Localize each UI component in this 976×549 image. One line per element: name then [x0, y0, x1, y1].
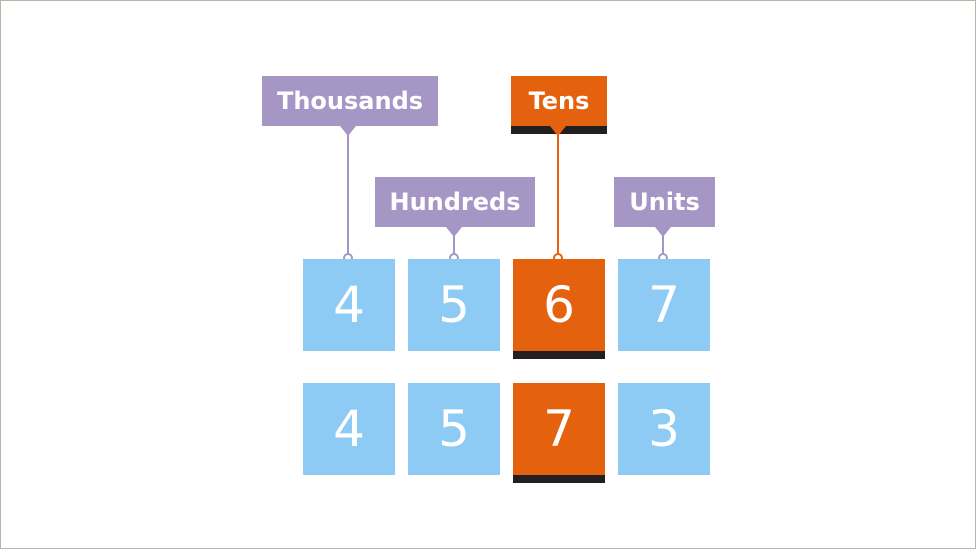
connector-hundreds — [453, 236, 455, 255]
digit-tile-tens-row2: 7 — [513, 383, 605, 483]
connector-thousands — [347, 135, 349, 255]
pointer-hundreds — [446, 227, 462, 237]
pointer-units — [655, 227, 671, 237]
pointer-tens — [550, 126, 566, 136]
digit-tile-hundreds-row1: 5 — [408, 259, 500, 351]
label-thousands: Thousands — [262, 76, 438, 126]
pointer-thousands — [340, 126, 356, 136]
digit-tile-thousands-row1: 4 — [303, 259, 395, 351]
digit-tile-thousands-row2: 4 — [303, 383, 395, 475]
connector-tens — [557, 135, 559, 255]
label-units: Units — [614, 177, 715, 227]
label-hundreds: Hundreds — [375, 177, 535, 227]
digit-tile-units-row1: 7 — [618, 259, 710, 351]
digit-tile-units-row2: 3 — [618, 383, 710, 475]
connector-units — [662, 236, 664, 255]
label-tens: Tens — [511, 76, 607, 134]
digit-tile-tens-row1: 6 — [513, 259, 605, 359]
digit-tile-hundreds-row2: 5 — [408, 383, 500, 475]
